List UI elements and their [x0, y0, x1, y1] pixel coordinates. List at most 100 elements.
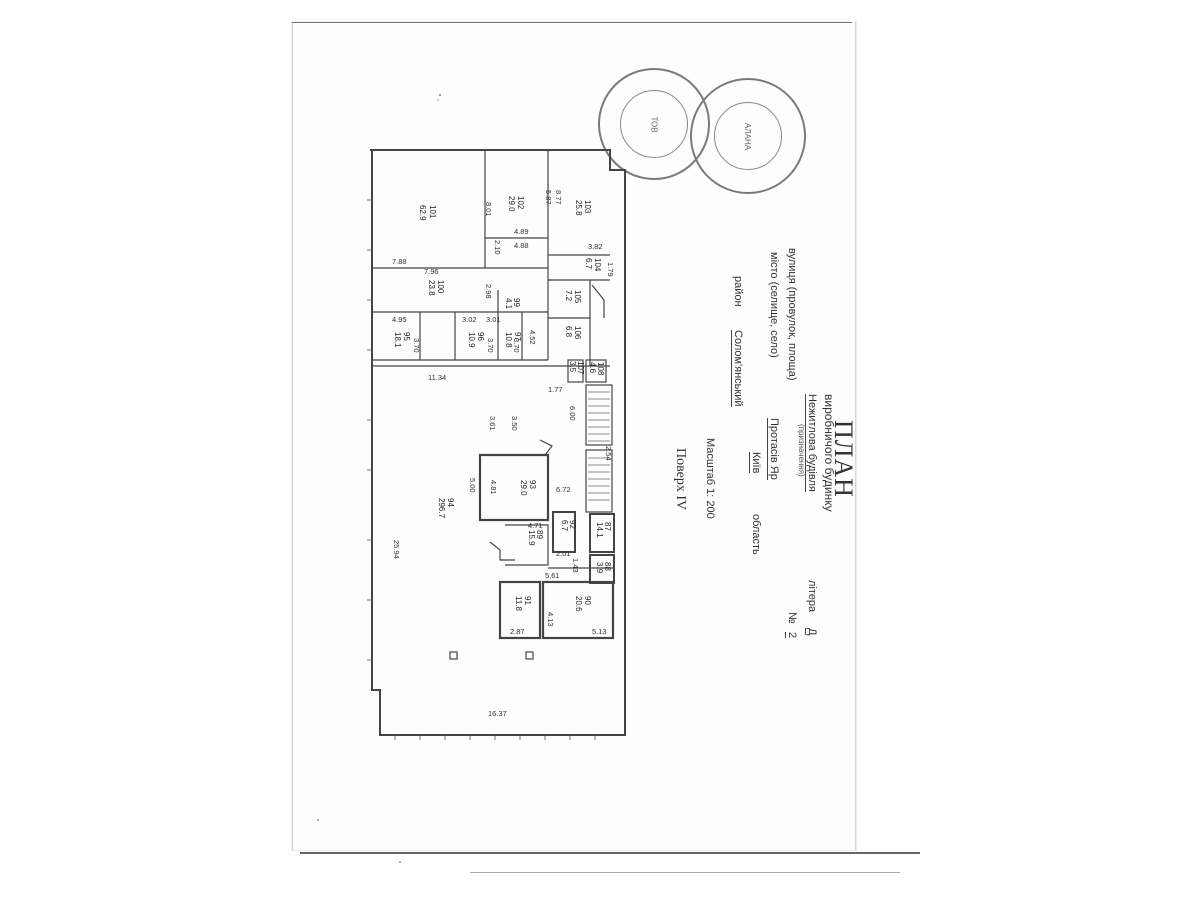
dim-label: 5.00	[468, 478, 477, 493]
dim-label: 7.96	[424, 267, 439, 276]
dim-label: 5.87	[544, 190, 553, 205]
scan-specks	[317, 93, 442, 863]
room-96-area: 10.9	[467, 332, 476, 348]
room-91-outline	[498, 580, 542, 640]
dim-label: 8.77	[554, 190, 563, 205]
room-95-area: 18.1	[393, 332, 402, 348]
sheet-bottom-edge	[300, 852, 920, 854]
dim-label: 6.00	[568, 406, 577, 421]
dim-label: 3.01	[486, 315, 501, 324]
room-97-area: 10.8	[504, 332, 513, 348]
room-100-label: 100	[436, 280, 445, 294]
room-105-area: 7.2	[564, 290, 573, 302]
dim-label: 4.95	[392, 315, 407, 324]
dim-label: 6.72	[556, 485, 571, 494]
dim-label: 4.89	[514, 227, 529, 236]
dim-label: 4.52	[528, 330, 537, 345]
room-102-label: 102	[516, 196, 525, 210]
room-104-label: 104	[593, 258, 602, 272]
room-87-label: 87	[603, 522, 612, 531]
dim-label: 3.70	[412, 338, 421, 353]
stair-mark	[539, 439, 553, 456]
room-99-area: 4.1	[504, 298, 513, 310]
dim-label: 1.79	[606, 262, 615, 277]
dim-label: 25.94	[392, 540, 401, 559]
room-107-outline	[567, 359, 584, 383]
room-105-label: 105	[573, 290, 582, 304]
room-94-label: 94	[446, 498, 455, 507]
dim-label: 3.02	[462, 315, 477, 324]
room-101-label: 101	[428, 205, 437, 219]
dim-label: 16.37	[488, 709, 507, 718]
dim-label: 5.13	[592, 627, 607, 636]
room-89-area: 15.9	[527, 530, 536, 546]
dim-label: 3.70	[486, 338, 495, 353]
dim-label: 2.87	[510, 627, 525, 636]
room-87-outline	[589, 513, 615, 553]
room-108-area: 4.6	[588, 362, 597, 374]
dim-label: 11.34	[428, 373, 446, 382]
dim-label: 1.43	[571, 558, 580, 573]
room-88-area: 3.9	[595, 562, 604, 574]
room-94-area: 296.7	[437, 498, 446, 519]
room-90-label: 90	[583, 596, 592, 605]
room-92-outline	[552, 511, 576, 553]
dim-label: 3.61	[488, 416, 497, 431]
room-93-label: 93	[528, 480, 537, 489]
room-100-area: 23.8	[427, 280, 436, 296]
room-108-label: 108	[596, 362, 605, 376]
column	[449, 651, 458, 660]
staircase-lower	[585, 449, 613, 513]
room-89-outline	[505, 524, 549, 566]
dim-label: 2.01	[556, 549, 571, 558]
room-88-label: 88	[603, 562, 612, 571]
room-90-area: 20.6	[574, 596, 583, 612]
dim-label: 4.71	[528, 521, 543, 530]
room-107-label: 107	[576, 361, 585, 375]
room-87-area: 14.1	[595, 522, 604, 538]
staircase-upper	[585, 384, 613, 446]
dim-label: 3.70	[512, 338, 521, 353]
sheet-top-edge	[292, 22, 852, 23]
room-92-label: 92	[568, 520, 577, 529]
stair-treads	[588, 391, 610, 501]
ramp-mark	[489, 541, 515, 561]
room-101-area: 62.9	[418, 205, 427, 221]
room-104-area: 6.7	[584, 258, 593, 270]
room-89-label: 89	[535, 530, 544, 539]
dim-label: 4.81	[489, 480, 498, 495]
window-ticks	[367, 199, 596, 740]
room-103-area: 25.8	[574, 200, 583, 216]
dim-label: 3.50	[510, 416, 519, 431]
room-93-outline	[478, 453, 550, 522]
room-99-label: 99	[512, 298, 521, 307]
room-91-area: 11.8	[514, 596, 523, 612]
dim-label: 2.98	[484, 284, 493, 299]
stamp-round-right: АЛАНА	[690, 78, 806, 194]
room-103-label: 103	[583, 200, 592, 214]
room-107-area: 3.5	[568, 361, 577, 373]
dim-label: 5.61	[545, 571, 560, 580]
room-95-label: 95	[402, 332, 411, 341]
ramp-mark-2	[591, 284, 605, 318]
room-93-area: 29.0	[519, 480, 528, 496]
room-96-label: 96	[476, 332, 485, 341]
room-106-area: 6.8	[564, 326, 573, 338]
dim-label: 2.54	[604, 446, 613, 461]
dim-label: 7.88	[392, 257, 407, 266]
room-108-outline	[585, 359, 607, 383]
dim-label: 4.88	[514, 241, 529, 250]
dim-label: 2.10	[493, 240, 502, 255]
room-90-outline	[541, 580, 615, 640]
column	[525, 651, 534, 660]
room-91-label: 91	[523, 596, 532, 605]
dim-label: 1.77	[548, 385, 563, 394]
dim-label: 4.13	[546, 612, 555, 627]
sheet-bottom-shadow	[470, 872, 900, 873]
room-102-area: 29.0	[507, 196, 516, 212]
dim-label: 8.01	[484, 202, 493, 217]
room-97-label: 97	[513, 332, 522, 341]
room-106-label: 106	[573, 326, 582, 340]
dim-label: 3.82	[588, 242, 603, 251]
